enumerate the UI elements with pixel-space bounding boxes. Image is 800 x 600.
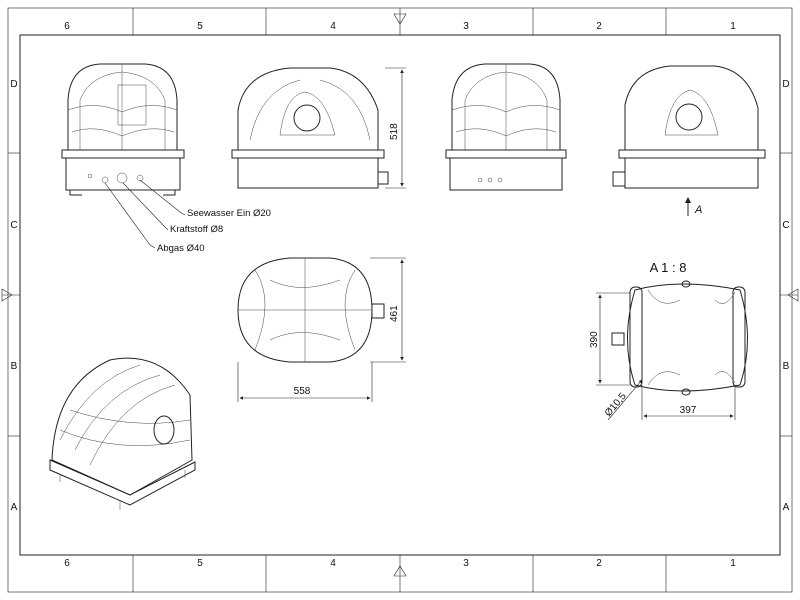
column-label: 1 [730,558,736,569]
column-label: 2 [596,558,602,569]
isometric-view [49,357,196,510]
column-label: 4 [330,558,336,569]
side-view [231,67,389,189]
height-dimension: 518 [389,123,400,140]
rear-view [61,63,185,196]
other-side-view [612,65,766,189]
hole-dimension: Ø10,5 [603,391,629,419]
row-label: A [783,502,790,513]
drawing-frame [1,7,799,593]
column-label: 6 [64,21,70,32]
column-label: 3 [463,558,469,569]
section-a-view [611,280,748,396]
top-view [237,257,385,363]
column-label: 2 [596,21,602,32]
row-label: A [11,502,18,513]
column-label: 6 [64,558,70,569]
column-label: 5 [197,558,203,569]
column-label: 4 [330,21,336,32]
row-label: D [10,79,17,90]
column-label: 3 [463,21,469,32]
section-title: A 1 : 8 [650,260,687,275]
row-label: D [782,79,789,90]
seewasser-label: Seewasser Ein Ø20 [187,208,271,219]
row-label: C [782,220,789,231]
kraftstoff-label: Kraftstoff Ø8 [170,224,223,235]
width-dimension: 558 [294,386,311,397]
row-label: C [10,220,17,231]
view-arrow-label: A [694,204,702,216]
column-label: 5 [197,21,203,32]
depth-dimension: 461 [389,305,400,322]
row-label: B [11,361,18,372]
column-label: 1 [730,21,736,32]
front-view [445,63,567,191]
foot-depth-dimension: 390 [589,331,600,348]
foot-width-dimension: 397 [680,405,697,416]
row-label: B [783,361,790,372]
abgas-label: Abgas Ø40 [157,243,205,254]
